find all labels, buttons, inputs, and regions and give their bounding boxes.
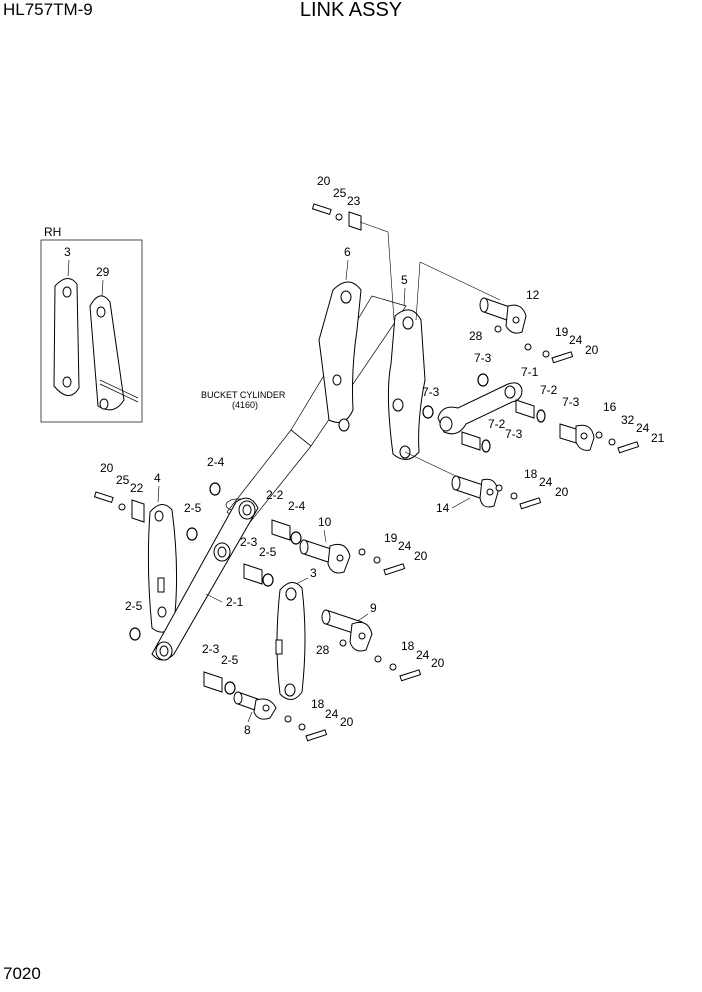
- link-3: 3: [275, 566, 317, 700]
- label-3: 3: [310, 566, 317, 580]
- bushings-2: 2-4 2-5 2-2 2-4 2-3 2-5 2-5: [125, 455, 306, 641]
- link-5: 5: [387, 261, 501, 460]
- rh-inset: RH 3 29: [40, 225, 143, 423]
- label-2-2: 2-2: [266, 488, 284, 502]
- label-6: 6: [344, 245, 351, 259]
- pin-9-group: 9 28 18 24 20: [316, 601, 445, 682]
- label-2-3-b: 2-3: [202, 642, 220, 656]
- label-20-left: 20: [100, 461, 114, 475]
- rh-label: RH: [44, 225, 61, 239]
- label-7-3-c: 7-3: [562, 395, 580, 409]
- label-32: 32: [621, 413, 635, 427]
- label-19-b: 19: [384, 531, 398, 545]
- label-16: 16: [603, 400, 617, 414]
- lever-7-1-group: 7-3 7-1 7-3 7-2 7-3 7-2 7-3: [422, 351, 580, 453]
- top-fasteners: 20 25 23: [311, 174, 395, 321]
- label-7-3-d: 7-3: [505, 427, 523, 441]
- bucket-cylinder-label: BUCKET CYLINDER: [201, 390, 286, 400]
- pin-10-group: 10 19 24 20: [299, 515, 428, 576]
- label-24-a: 24: [569, 333, 583, 347]
- label-2-5-d: 2-5: [221, 653, 239, 667]
- link-6: 6: [318, 245, 362, 432]
- label-2-5-c: 2-5: [125, 599, 143, 613]
- label-22-left: 22: [130, 481, 144, 495]
- label-7-2-b: 7-2: [488, 417, 506, 431]
- label-28-b: 28: [316, 643, 330, 657]
- pin-12-group: 12 28 19 24 20: [469, 288, 599, 364]
- pin-16-group: 16 32 24 21: [559, 400, 665, 454]
- label-28-a: 28: [469, 329, 483, 343]
- label-2-5-b: 2-5: [259, 545, 277, 559]
- label-20-e: 20: [340, 715, 354, 729]
- label-18-c: 18: [311, 697, 325, 711]
- link-2-1: 2-1: [151, 497, 259, 661]
- label-5: 5: [401, 273, 408, 287]
- label-10: 10: [318, 515, 332, 529]
- rh-part-3-label: 3: [64, 245, 71, 259]
- label-20-top: 20: [317, 174, 331, 188]
- label-7-3-b: 7-3: [422, 385, 440, 399]
- model-number: HL757TM-9: [3, 0, 93, 19]
- label-24-d: 24: [398, 539, 412, 553]
- label-24-c: 24: [539, 475, 553, 489]
- label-8: 8: [244, 723, 251, 737]
- label-18-a: 18: [524, 467, 538, 481]
- bucket-cylinder-code: (4160): [232, 400, 258, 410]
- label-23-top: 23: [347, 194, 361, 208]
- rh-link-plate: [53, 278, 80, 396]
- label-7-1: 7-1: [521, 365, 539, 379]
- label-24-b: 24: [636, 421, 650, 435]
- label-19-a: 19: [555, 325, 569, 339]
- label-25-left: 25: [116, 473, 130, 487]
- label-20-b: 20: [555, 485, 569, 499]
- label-14: 14: [436, 501, 450, 515]
- label-2-4-b: 2-4: [288, 499, 306, 513]
- label-4: 4: [154, 471, 161, 485]
- label-20-d: 20: [431, 656, 445, 670]
- label-2-3-a: 2-3: [240, 535, 258, 549]
- label-12: 12: [526, 288, 540, 302]
- label-20-a: 20: [585, 343, 599, 357]
- bucket-cylinder: BUCKET CYLINDER (4160): [201, 295, 407, 527]
- link-4-group: 20 25 22 4: [93, 461, 178, 633]
- label-7-3-a: 7-3: [474, 351, 492, 365]
- label-25-top: 25: [333, 186, 347, 200]
- pin-8-group: 2-3 2-5 8 18 24 20: [202, 642, 354, 742]
- pin-14-group: 14 18 24 20: [404, 451, 569, 515]
- label-20-c: 20: [414, 549, 428, 563]
- label-7-2-a: 7-2: [540, 383, 558, 397]
- page-title: LINK ASSY: [299, 0, 403, 21]
- label-2-4-a: 2-4: [207, 455, 225, 469]
- page-number: 7020: [3, 964, 41, 983]
- label-21: 21: [651, 431, 665, 445]
- rh-part-29-label: 29: [96, 265, 110, 279]
- label-24-f: 24: [325, 707, 339, 721]
- label-9: 9: [370, 601, 377, 615]
- label-24-e: 24: [416, 648, 430, 662]
- label-2-5-a: 2-5: [184, 501, 202, 515]
- label-2-1: 2-1: [226, 595, 244, 609]
- label-18-b: 18: [401, 639, 415, 653]
